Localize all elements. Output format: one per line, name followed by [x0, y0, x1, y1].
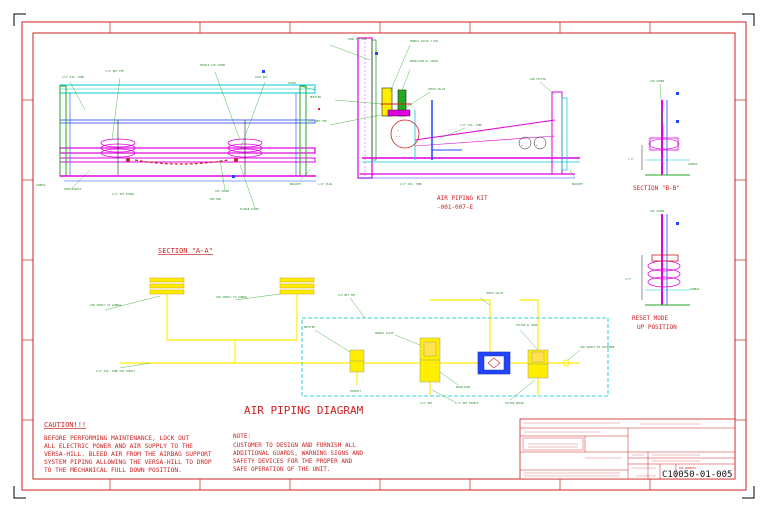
valve-symbol [419, 337, 441, 383]
svg-text:1/4" NPT ELBOW: 1/4" NPT ELBOW [112, 192, 134, 196]
section-aa-title: SECTION "A-A" [158, 247, 213, 255]
note-block: NOTE: CUSTOMER TO DESIGN AND FURNISH ALL… [233, 433, 363, 473]
svg-text:REGULATOR: REGULATOR [456, 385, 470, 389]
svg-text:4.5": 4.5" [625, 277, 632, 281]
airbag-symbol-right [279, 277, 315, 295]
svg-text:SHIELD CAP SCREW: SHIELD CAP SCREW [200, 63, 225, 67]
caution-line-4: SYSTEM PIPING ALLOWING THE VERSA-HILL TO… [44, 459, 212, 466]
airbag-symbol-left [149, 277, 185, 295]
svg-text:AIR SUPPLY TO AIRBAG: AIR SUPPLY TO AIRBAG [90, 303, 122, 307]
title-block: FOR APPROVAL C10050-01-005 [519, 418, 736, 480]
svg-text:+: + [397, 129, 399, 132]
svg-text:BRACKET: BRACKET [572, 182, 583, 186]
svg-text:1/4" NPT: 1/4" NPT [420, 401, 433, 405]
svg-text:AIR SUPPLY BY CUSTOMER: AIR SUPPLY BY CUSTOMER [580, 345, 615, 349]
svg-text:FLANGE SCREW: FLANGE SCREW [240, 207, 259, 211]
section-bb-view: 1.5" CAP SCREW AIRBAG [628, 79, 698, 176]
svg-text:1/4" DIA. TUBE AIR SUPPLY: 1/4" DIA. TUBE AIR SUPPLY [96, 369, 135, 373]
reset-mode-title: RESET MODE [632, 315, 669, 322]
svg-text:+: + [521, 143, 523, 147]
inlet-symbol [562, 359, 570, 367]
svg-text:AIRBAG: AIRBAG [690, 287, 700, 291]
svg-text:1.5": 1.5" [628, 157, 635, 161]
caution-line-1: BEFORE PERFORMING MAINTENANCE, LOCK OUT [44, 435, 190, 442]
stage-label: FOR APPROVAL [679, 467, 697, 470]
note-title: NOTE: [233, 433, 251, 440]
air-piping-diagram-title: AIR PIPING DIAGRAM [244, 404, 364, 417]
svg-text:BRACKET: BRACKET [290, 182, 301, 186]
caution-block: CAUTION!!! BEFORE PERFORMING MAINTENANCE… [44, 421, 212, 474]
svg-text:REGULATOR W/ GAUGE: REGULATOR W/ GAUGE [410, 59, 439, 63]
svg-text:1/2" DIA. TUBE: 1/2" DIA. TUBE [62, 75, 84, 79]
sheet-border [21, 21, 747, 491]
caution-title: CAUTION!!! [44, 421, 86, 429]
regulator-symbol [477, 351, 511, 375]
reset-mode-view: 4.5" CAP SCREW AIRBAG [625, 209, 700, 306]
svg-text:COVER: COVER [288, 81, 296, 85]
svg-text:EXHAUST: EXHAUST [350, 389, 361, 393]
reset-mode-subtitle: UP POSITION [637, 324, 677, 331]
svg-text:AIRBAG: AIRBAG [36, 183, 46, 187]
svg-text:FILTER W/ BOWL: FILTER W/ BOWL [516, 323, 538, 327]
svg-text:CAP SCREW: CAP SCREW [215, 189, 229, 193]
svg-text:AIR SUPPLY TO AIRBAG: AIR SUPPLY TO AIRBAG [216, 295, 248, 299]
svg-text:AIR FILTER: AIR FILTER [530, 77, 546, 81]
caution-line-3: VERSA-HILL. BLEED AIR FROM THE AIRBAG SU… [44, 451, 212, 458]
svg-text:AIRBAG: AIRBAG [688, 162, 698, 166]
svg-text:+ +: + + [396, 135, 401, 138]
air-piping-diagram-view: AIR SUPPLY TO AIRBAG AIR SUPPLY TO AIRBA… [90, 277, 615, 405]
svg-text:MANUAL VALVE: MANUAL VALVE [375, 331, 394, 335]
svg-text:3/4 NPT TEE: 3/4 NPT TEE [338, 293, 356, 297]
air-piping-kit-title: AIR PIPING KIT [437, 195, 488, 202]
svg-text:CAP SCREW: CAP SCREW [650, 209, 664, 213]
note-line-4: SAFE OPERATION OF THE UNIT. [233, 466, 331, 473]
svg-text:LOCK NUT: LOCK NUT [255, 75, 268, 79]
caution-line-5: TO THE MECHANICAL FULL DOWN POSITION. [44, 467, 182, 474]
air-piping-kit-view: + + + + + TUBE FITTING MANUAL VALVE 2 PO… [308, 37, 583, 186]
svg-text:MUFFLER: MUFFLER [304, 325, 315, 329]
muffler-symbol [349, 349, 365, 373]
svg-text:MANUAL VALVE 2 POS: MANUAL VALVE 2 POS [410, 39, 439, 43]
svg-text:CHECK VALVE: CHECK VALVE [486, 291, 504, 295]
svg-text:PIPE NIPPLE: PIPE NIPPLE [64, 187, 82, 191]
section-aa-view: 1/2" DIA. TUBE 1/4" NPT TEE SHIELD CAP S… [36, 63, 332, 211]
air-piping-kit-number: -001-007-E [437, 204, 474, 211]
svg-text:CHECK VALVE: CHECK VALVE [428, 87, 446, 91]
svg-text:1/4" NPT NIPPLE: 1/4" NPT NIPPLE [455, 401, 479, 405]
svg-text:1/4" PLUG: 1/4" PLUG [318, 182, 332, 186]
section-bb-title: SECTION "B-B" [633, 185, 680, 192]
svg-text:FILTER DRAIN: FILTER DRAIN [505, 401, 524, 405]
svg-text:1/4" NPT TEE: 1/4" NPT TEE [105, 69, 124, 73]
crop-marks [13, 13, 755, 499]
svg-text:CAP SCREW: CAP SCREW [650, 79, 664, 83]
svg-text:MUFFLER: MUFFLER [310, 95, 321, 99]
svg-text:1/4" DIA. TUBE: 1/4" DIA. TUBE [400, 182, 422, 186]
note-line-1: CUSTOMER TO DESIGN AND FURNISH ALL [233, 442, 356, 449]
svg-text:TUBE FITTING: TUBE FITTING [348, 37, 367, 41]
filter-symbol [527, 349, 549, 379]
svg-text:1/2" DIA. TUBE: 1/2" DIA. TUBE [460, 123, 482, 127]
note-line-2: ADDITIONAL GUARDS, WARNING SIGNS AND [233, 450, 363, 457]
svg-text:ROD END: ROD END [210, 197, 221, 201]
drawing-number: C10050-01-005 [662, 470, 732, 480]
svg-text:+: + [536, 143, 538, 147]
note-line-3: SAFETY DEVICES FOR THE PROPER AND [233, 458, 353, 465]
caution-line-2: ALL ELECTRIC POWER AND AIR SUPPLY TO THE [44, 443, 193, 450]
svg-text:1/4" NPT TEE: 1/4" NPT TEE [308, 119, 327, 123]
